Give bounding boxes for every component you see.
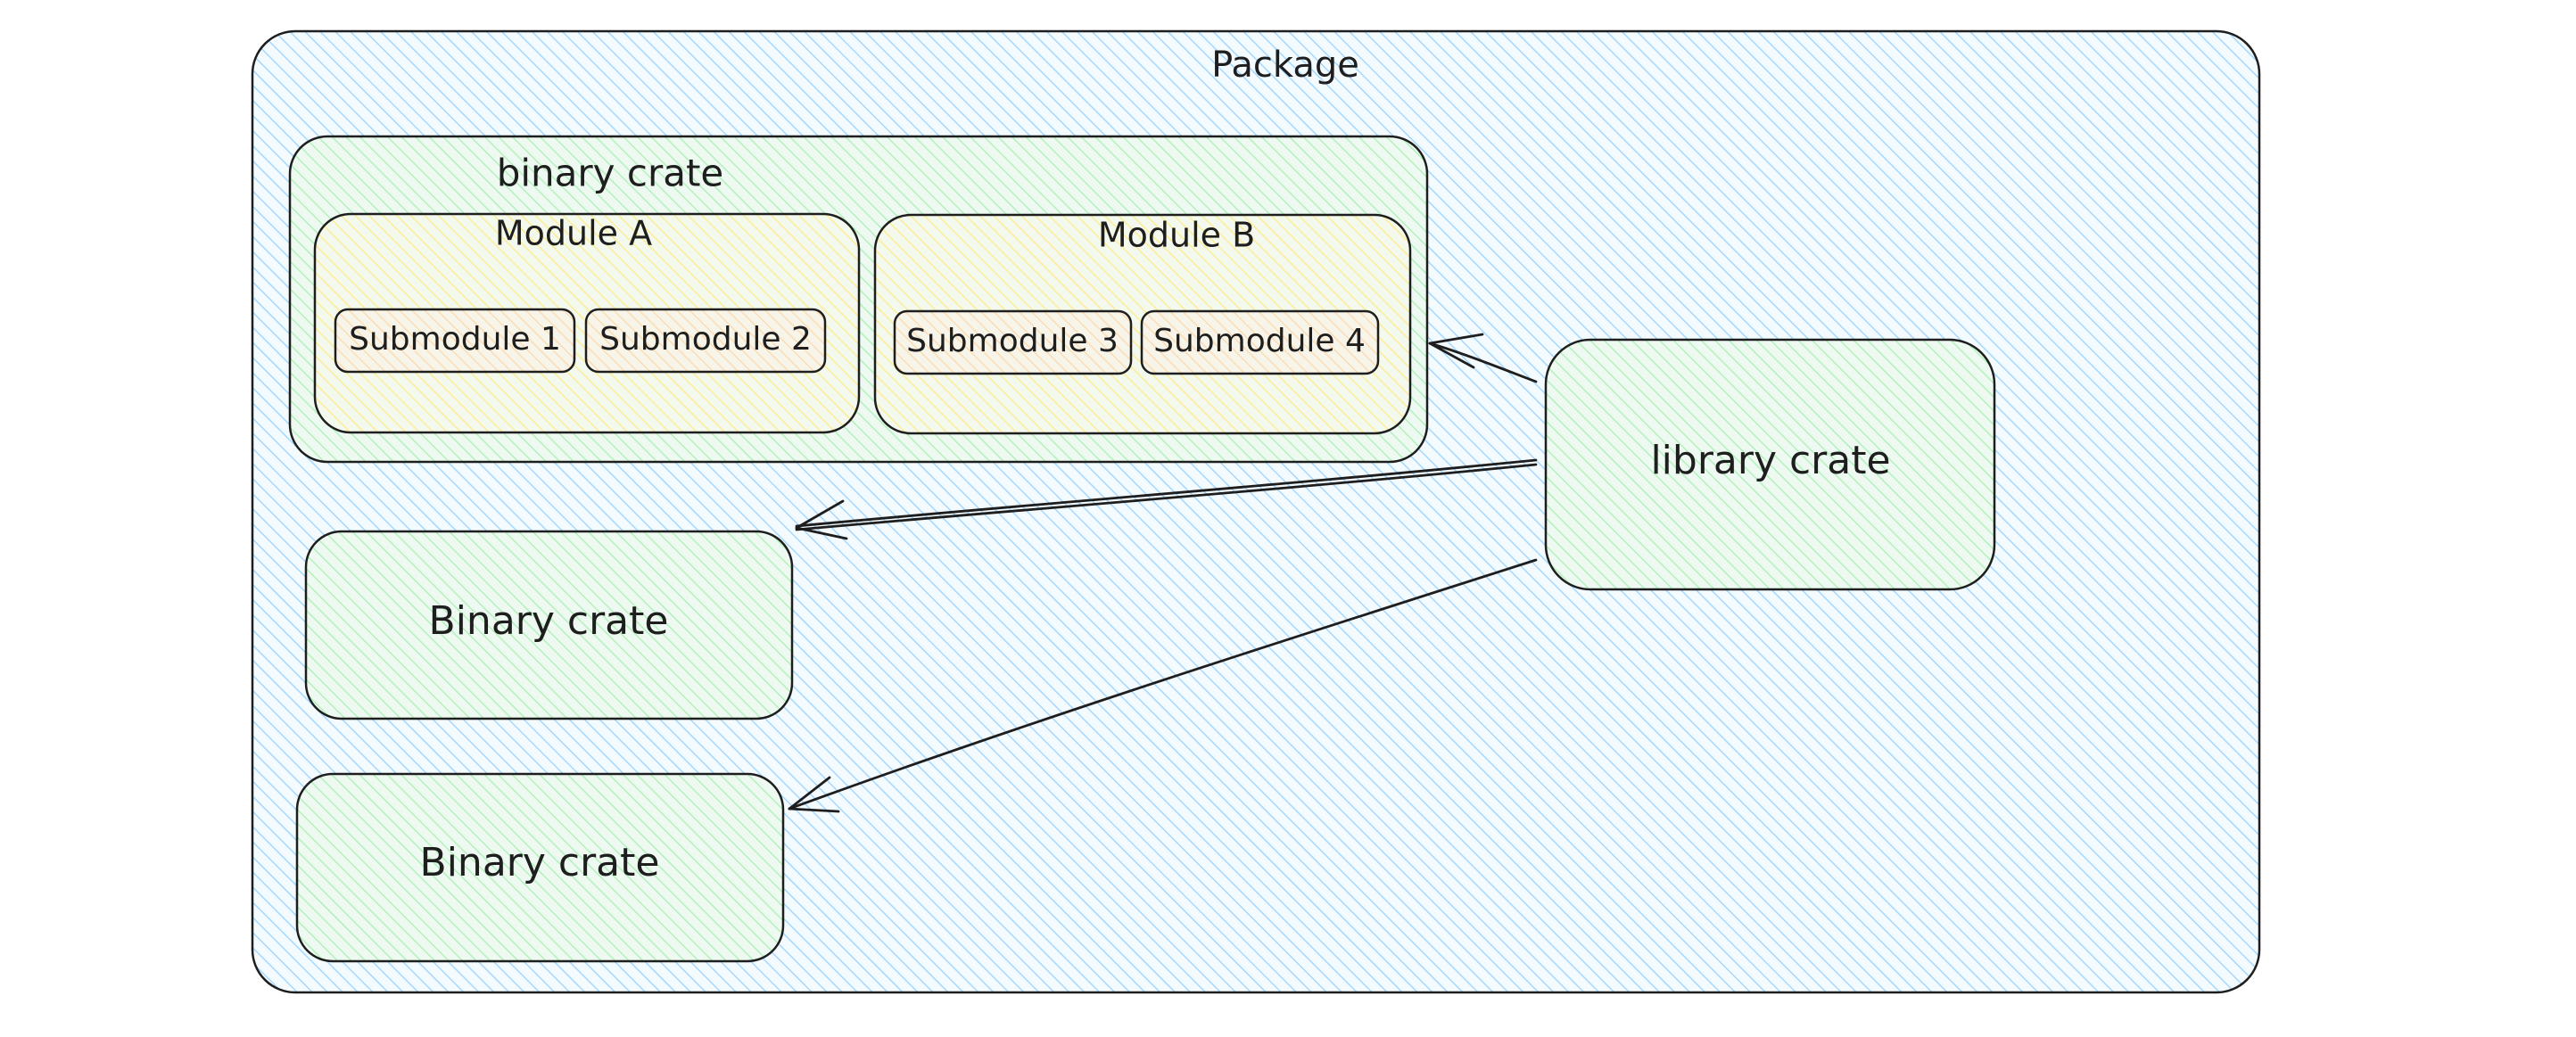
arrow-library-to-binary-crate-1 [795,458,1538,540]
submodule-4: Submodule 4 [1140,309,1380,375]
arrow-library-to-binary-crate-2 [788,558,1538,813]
binary-crate-group: binary crate Module A Submodule 1 Submod… [288,135,1429,464]
submodule-2: Submodule 2 [584,308,827,374]
binary-crate-1: Binary crate [304,530,794,720]
submodule-1: Submodule 1 [334,308,576,374]
submodule-2-label: Submodule 2 [599,321,812,358]
module-a-label: Module A [495,214,652,253]
module-b: Module B Submodule 3 Submodule 4 [873,213,1412,435]
module-a: Module A Submodule 1 Submodule 2 [313,212,861,434]
binary-crate-1-label: Binary crate [429,598,669,644]
binary-crate-2: Binary crate [295,772,785,963]
submodule-3-label: Submodule 3 [906,323,1119,359]
arrow-library-to-binary-crate-group [1428,333,1538,383]
library-crate: library crate [1544,338,1996,591]
library-crate-label: library crate [1650,438,1890,483]
submodule-4-label: Submodule 4 [1153,323,1366,359]
submodule-3: Submodule 3 [893,309,1133,375]
binary-crate-2-label: Binary crate [420,840,660,885]
binary-crate-group-label: binary crate [497,152,724,195]
module-b-label: Module B [1098,216,1255,255]
package-label: Package [1211,45,1359,86]
submodule-1-label: Submodule 1 [349,321,561,358]
